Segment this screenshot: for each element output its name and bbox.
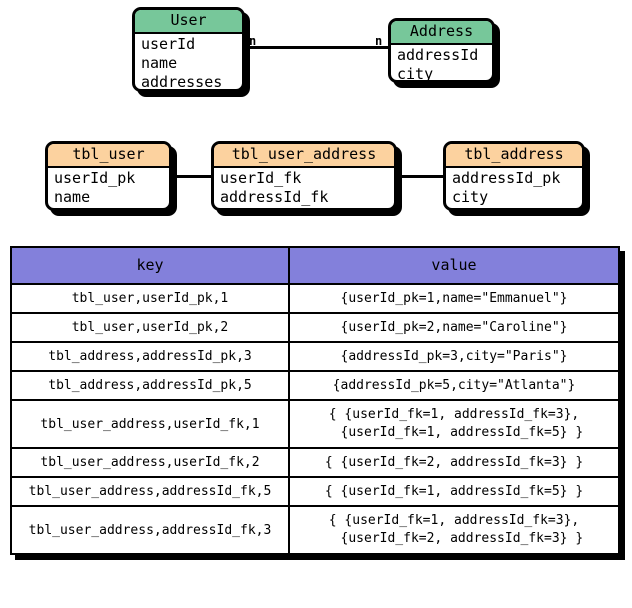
table-tbl-user-address-field-userid-fk: userId_fk — [220, 169, 302, 187]
fk-line-useraddress-to-address — [395, 175, 445, 178]
row-key: tbl_user_address,userId_fk,2 — [12, 449, 290, 476]
table-row[interactable]: tbl_address,addressId_pk,5 {addressId_pk… — [12, 372, 618, 401]
table-tbl-user-address-title: tbl_user_address — [214, 144, 394, 168]
entity-user-field-addresses: addresses — [141, 73, 223, 91]
row-value: {userId_pk=2,name="Caroline"} — [290, 314, 618, 341]
table-row[interactable]: tbl_user_address,userId_fk,2 { {userId_f… — [12, 449, 618, 478]
entity-user-field-userid: userId — [141, 35, 196, 53]
row-value: { {userId_fk=2, addressId_fk=3} } — [290, 449, 618, 476]
table-tbl-user-fields: userId_pk name — [48, 168, 169, 208]
table-tbl-user-title: tbl_user — [48, 144, 169, 168]
table-tbl-user-field-userid-pk: userId_pk — [54, 169, 136, 187]
entity-user-field-name: name — [141, 54, 178, 72]
entity-address-field-city: city — [397, 65, 434, 83]
row-key: tbl_address,addressId_pk,5 — [12, 372, 290, 399]
key-value-table: key value tbl_user,userId_pk,1 {userId_p… — [10, 246, 620, 555]
er-cardinality-right: n — [375, 34, 383, 48]
table-tbl-user-address-field-addressid-fk: addressId_fk — [220, 188, 329, 206]
table-row[interactable]: tbl_user,userId_pk,2 {userId_pk=2,name="… — [12, 314, 618, 343]
entity-address[interactable]: Address addressId city — [388, 18, 495, 83]
column-header-key: key — [12, 248, 290, 283]
table-tbl-address-fields: addressId_pk city — [446, 168, 582, 208]
table-tbl-user[interactable]: tbl_user userId_pk name — [45, 141, 172, 211]
row-key: tbl_user,userId_pk,1 — [12, 285, 290, 312]
row-key: tbl_user,userId_pk,2 — [12, 314, 290, 341]
table-row[interactable]: tbl_user_address,userId_fk,1 { {userId_f… — [12, 401, 618, 449]
table-header-row: key value — [12, 248, 618, 285]
table-row[interactable]: tbl_address,addressId_pk,3 {addressId_pk… — [12, 343, 618, 372]
table-row[interactable]: tbl_user,userId_pk,1 {userId_pk=1,name="… — [12, 285, 618, 314]
entity-address-fields: addressId city — [391, 45, 492, 83]
entity-user-fields: userId name addresses — [135, 34, 242, 91]
table-tbl-user-field-name: name — [54, 188, 91, 206]
er-cardinality-left: n — [249, 34, 257, 48]
row-value: {userId_pk=1,name="Emmanuel"} — [290, 285, 618, 312]
row-value: { {userId_fk=1, addressId_fk=5} } — [290, 478, 618, 505]
table-tbl-address-field-addressid-pk: addressId_pk — [452, 169, 561, 187]
er-relationship-line — [245, 46, 390, 49]
entity-user[interactable]: User userId name addresses — [132, 7, 245, 92]
row-key: tbl_user_address,addressId_fk,5 — [12, 478, 290, 505]
row-value: { {userId_fk=1, addressId_fk=3}, {userId… — [290, 401, 618, 447]
row-value: { {userId_fk=1, addressId_fk=3}, {userId… — [290, 507, 618, 553]
table-tbl-user-address[interactable]: tbl_user_address userId_fk addressId_fk — [211, 141, 397, 211]
column-header-value: value — [290, 248, 618, 283]
fk-line-user-to-useraddress — [170, 175, 215, 178]
table-row[interactable]: tbl_user_address,addressId_fk,5 { {userI… — [12, 478, 618, 507]
entity-address-field-addressid: addressId — [397, 46, 479, 64]
row-value: {addressId_pk=5,city="Atlanta"} — [290, 372, 618, 399]
table-tbl-user-address-fields: userId_fk addressId_fk — [214, 168, 394, 208]
entity-address-title: Address — [391, 21, 492, 45]
table-tbl-address-field-city: city — [452, 188, 489, 206]
table-tbl-address-title: tbl_address — [446, 144, 582, 168]
row-key: tbl_user_address,addressId_fk,3 — [12, 507, 290, 553]
row-value: {addressId_pk=3,city="Paris"} — [290, 343, 618, 370]
row-key: tbl_user_address,userId_fk,1 — [12, 401, 290, 447]
row-key: tbl_address,addressId_pk,3 — [12, 343, 290, 370]
table-tbl-address[interactable]: tbl_address addressId_pk city — [443, 141, 585, 211]
table-row[interactable]: tbl_user_address,addressId_fk,3 { {userI… — [12, 507, 618, 553]
entity-user-title: User — [135, 10, 242, 34]
